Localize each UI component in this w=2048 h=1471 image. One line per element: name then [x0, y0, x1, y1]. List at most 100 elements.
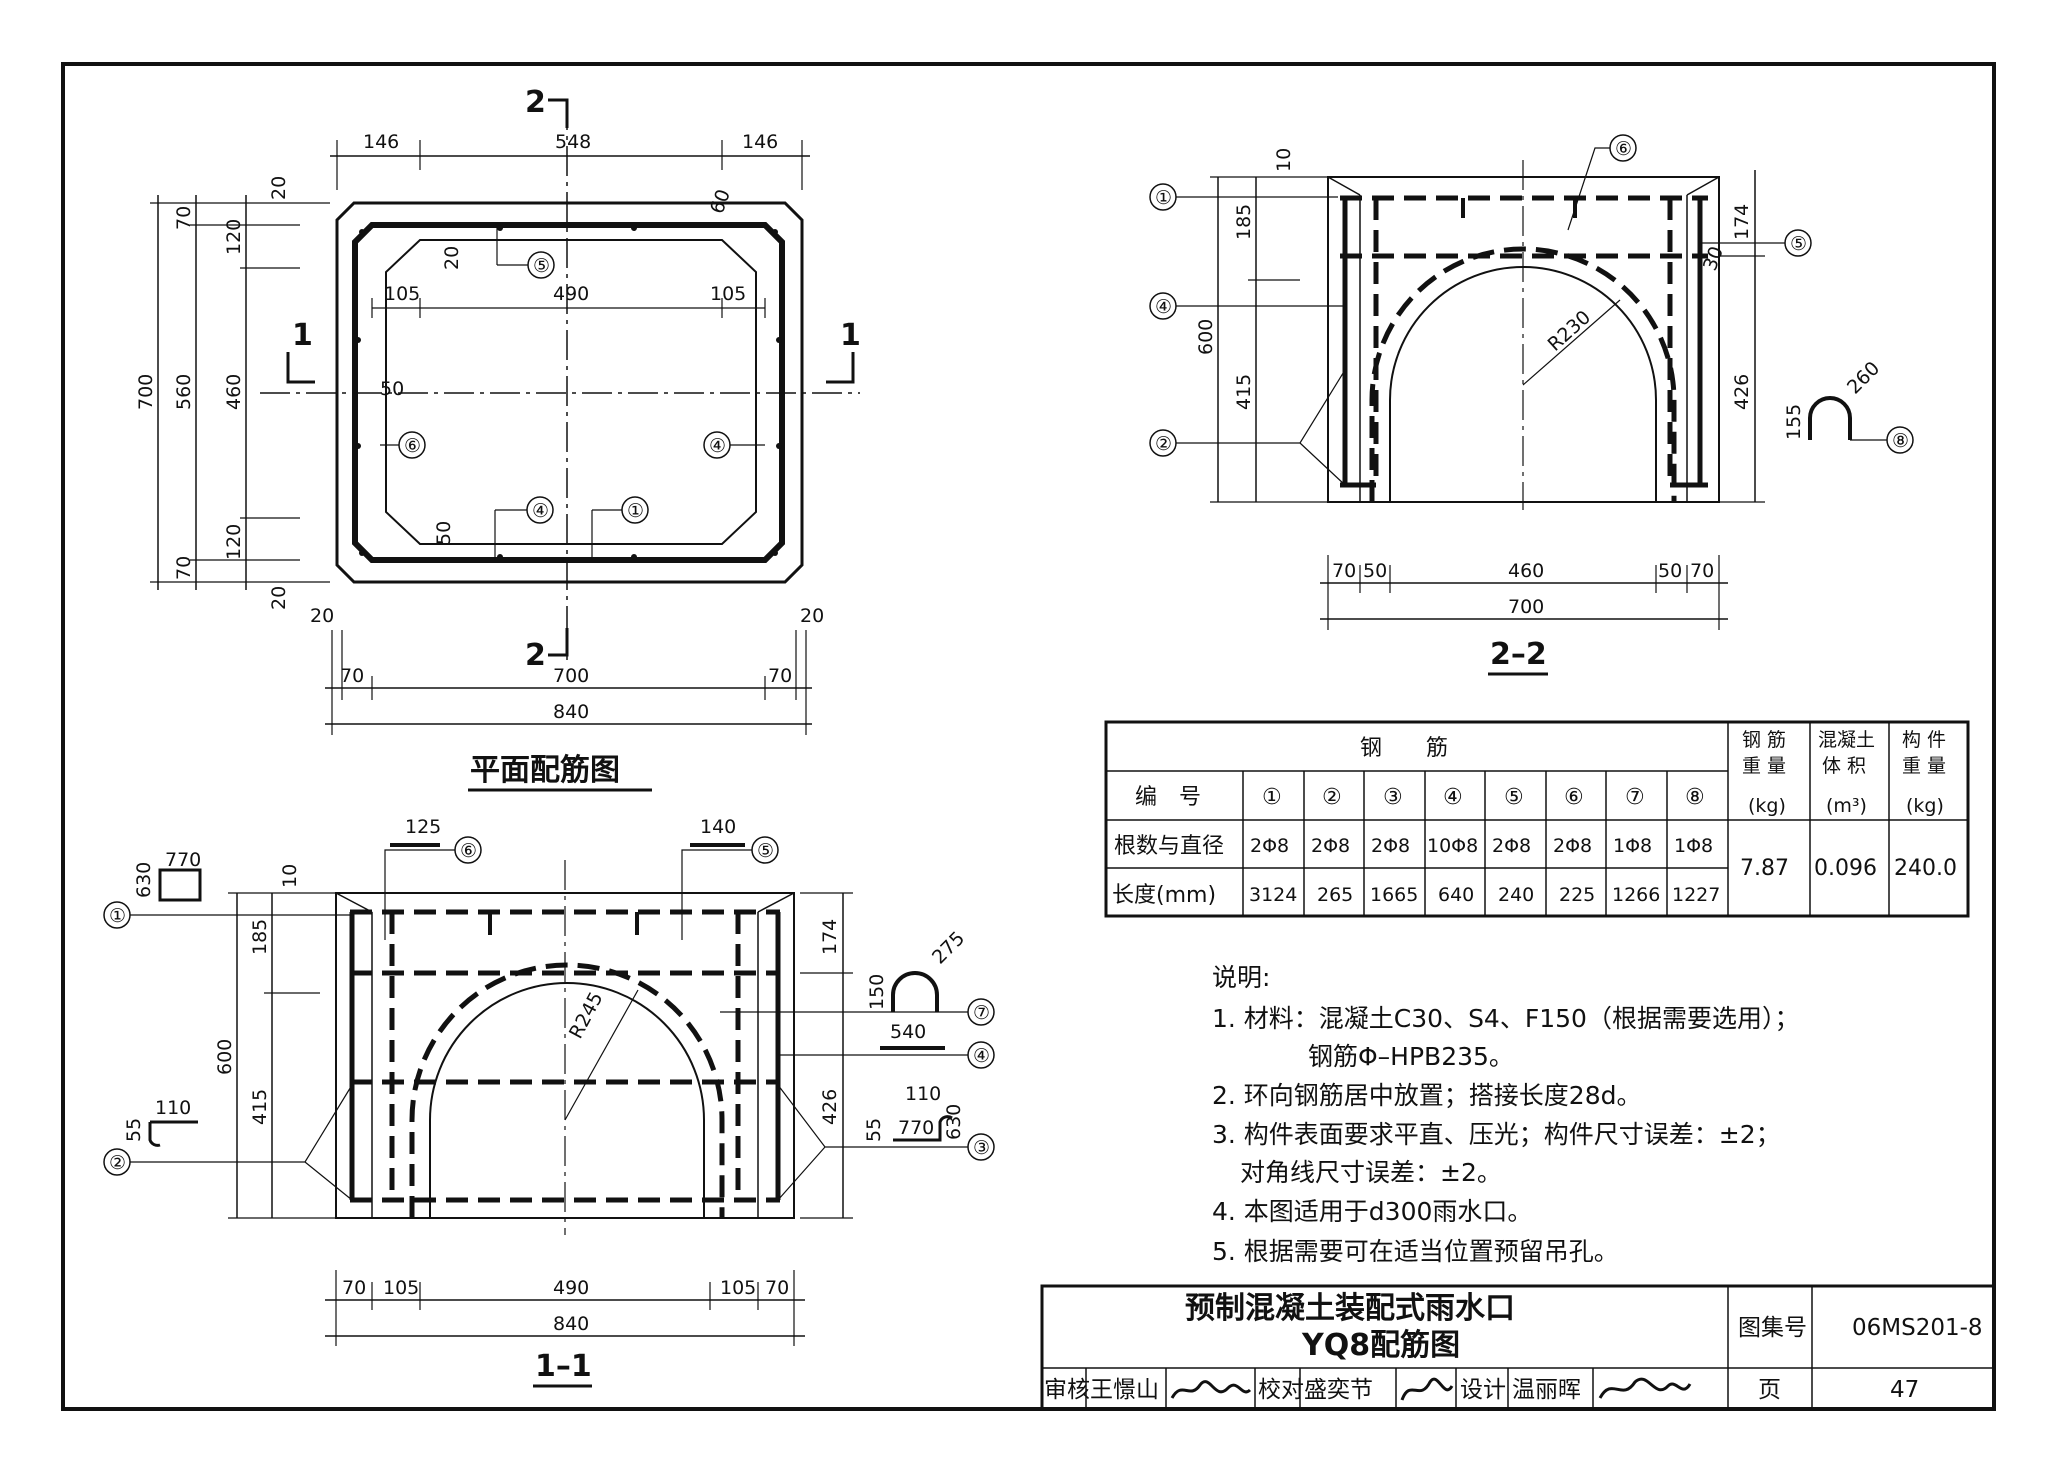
- checker-signature: [1400, 1377, 1454, 1401]
- s22-dim-bottom-1: 50: [1363, 560, 1387, 582]
- table-row-count-label: 根数与直径: [1114, 834, 1224, 859]
- table-concrete-h1: 体 积: [1822, 755, 1866, 777]
- s22-dim-left-0: 185: [1233, 204, 1255, 240]
- table-row-length-label: 长度(mm): [1112, 883, 1216, 908]
- table-length-2: 265: [1317, 884, 1353, 906]
- s11-bar-7-shape: [891, 971, 939, 1012]
- s11-radius: R245: [565, 988, 608, 1042]
- s22-bar-5-label: ⑤: [1790, 233, 1807, 255]
- table-number-8: ⑧: [1685, 785, 1705, 810]
- plan-dim-inner-top-1: 490: [553, 283, 589, 305]
- table-member-h2: (kg): [1906, 795, 1944, 817]
- s11-dim-right-0: 174: [819, 919, 841, 955]
- s22-dim-left-3: 10: [1273, 148, 1295, 172]
- table-member-h0: 构 件: [1902, 729, 1946, 751]
- s11-bar-2-w: 110: [155, 1097, 191, 1119]
- plan-dim-bottom-3: 840: [553, 701, 589, 723]
- plan-dim-top-2: 146: [742, 131, 778, 153]
- tb-review-label: 审核: [1044, 1377, 1090, 1403]
- s22-arch-rebar: [1369, 246, 1677, 502]
- table-length-1: 3124: [1249, 884, 1297, 906]
- table-steel-weight-h2: (kg): [1748, 795, 1786, 817]
- s11-dim-left-1: 600: [214, 1039, 236, 1075]
- s11-bar-3-label: ③: [973, 1137, 990, 1159]
- s22-bar-2-label: ②: [1155, 433, 1172, 455]
- table-number-3: ③: [1383, 785, 1403, 810]
- plan-dim-bottom-0: 70: [340, 665, 364, 687]
- s22-bar-4-label: ④: [1155, 296, 1172, 318]
- table-count-5: 2Φ8: [1492, 835, 1531, 857]
- plan-bar-1-marker: [621, 496, 649, 524]
- table-number-7: ⑦: [1625, 785, 1645, 810]
- table-count-3: 2Φ8: [1371, 835, 1410, 857]
- s11-bar-4-label: ④: [973, 1045, 990, 1067]
- s22-bar-5-marker: [1784, 229, 1812, 257]
- plan-bar-4-label: ④: [532, 500, 549, 522]
- section-1-mark-left: [286, 352, 315, 384]
- plan-bar-4-marker-right: [703, 431, 731, 459]
- s11-bar-6-label: ⑥: [460, 840, 477, 862]
- s22-dim-right-0: 174: [1731, 204, 1753, 240]
- plan-dim-inner-top-0: 105: [384, 283, 420, 305]
- s11-bar-6-marker: [454, 836, 482, 864]
- table-length-8: 1227: [1672, 884, 1720, 906]
- s11-bar-1-h: 630: [133, 862, 155, 898]
- table-number-2: ②: [1322, 785, 1342, 810]
- s11-bar-3-b: 55: [863, 1118, 885, 1142]
- table-concrete-h2: (m³): [1826, 795, 1867, 817]
- s11-bar-7-marker: [967, 998, 995, 1026]
- s11-dim-bottom-2: 490: [553, 1277, 589, 1299]
- plan-dim-left-1: 560: [173, 374, 195, 410]
- s11-bar-4-len: 540: [890, 1021, 926, 1043]
- s22-dim-left-1: 600: [1195, 319, 1217, 355]
- plan-dim-small-0: 20: [268, 176, 290, 200]
- tb-page-no: 47: [1890, 1377, 1919, 1403]
- s22-bar-6-marker: [1609, 134, 1637, 162]
- s11-bar-7-r: 275: [928, 927, 969, 968]
- table-length-5: 240: [1498, 884, 1534, 906]
- s11-dim-left-3: 10: [279, 864, 301, 888]
- s22-radius: R230: [1544, 306, 1595, 355]
- s11-bar-3-a: 110: [905, 1083, 941, 1105]
- s11-dim-bottom-3: 105: [720, 1277, 756, 1299]
- s22-bar-8-shape: [1808, 396, 1852, 440]
- table-steel-weight-h1: 重 量: [1742, 755, 1786, 777]
- table-steel-weight-h0: 钢 筋: [1742, 729, 1786, 751]
- tb-check-label: 校对: [1258, 1377, 1304, 1403]
- s11-dim-bottom-1: 105: [383, 1277, 419, 1299]
- plan-dim-left-2: 460: [223, 374, 245, 410]
- s11-bar-1-w: 770: [165, 849, 201, 871]
- title-block: 预制混凝土装配式雨水口 YQ8配筋图 图集号 06MS201-8 审核 王憬山 …: [1040, 1284, 1996, 1411]
- plan-bar-6-label: ⑥: [404, 435, 421, 457]
- s11-dim-left-2: 415: [249, 1089, 271, 1125]
- table-count-6: 2Φ8: [1553, 835, 1592, 857]
- tb-title-line2: YQ8配筋图: [1301, 1328, 1460, 1363]
- table-count-4: 10Φ8: [1427, 835, 1478, 857]
- reviewer-signature: [1170, 1380, 1252, 1399]
- s11-bar-2-marker: [103, 1148, 131, 1176]
- s22-bar-6-label: ⑥: [1615, 138, 1632, 160]
- table-count-1: 2Φ8: [1250, 835, 1289, 857]
- s22-dim-bottom-3: 50: [1658, 560, 1682, 582]
- s11-bar-5-len: 140: [700, 816, 736, 838]
- s11-dim-left-0: 185: [249, 919, 271, 955]
- s22-dim-right-2: 30: [1699, 243, 1728, 273]
- notes-line-5: 对角线尺寸误差：±2。: [1240, 1158, 1502, 1187]
- plan-dim-small-3: 60: [706, 186, 735, 216]
- plan-rebar-dots: [355, 225, 782, 560]
- table-steel-weight: 7.87: [1740, 856, 1789, 881]
- plan-dim-bottom-edge-1: 20: [800, 605, 824, 627]
- s22-bar-8-h: 155: [1783, 404, 1805, 440]
- plan-dim-small-2: 20: [441, 246, 463, 270]
- s11-arch: [429, 982, 705, 1218]
- s11-dim-right-1: 426: [819, 1089, 841, 1125]
- table-length-6: 225: [1559, 884, 1595, 906]
- notes-line-6: 4. 本图适用于d300雨水口。: [1212, 1197, 1532, 1226]
- table-length-4: 640: [1438, 884, 1474, 906]
- tb-designer: 温丽晖: [1512, 1377, 1581, 1403]
- plan-inner-opening: [385, 239, 757, 545]
- s22-dim-bottom-5: 700: [1508, 596, 1544, 618]
- section-1-label-right: 1: [840, 318, 861, 353]
- s22-bar-8-label: ⑧: [1892, 430, 1909, 452]
